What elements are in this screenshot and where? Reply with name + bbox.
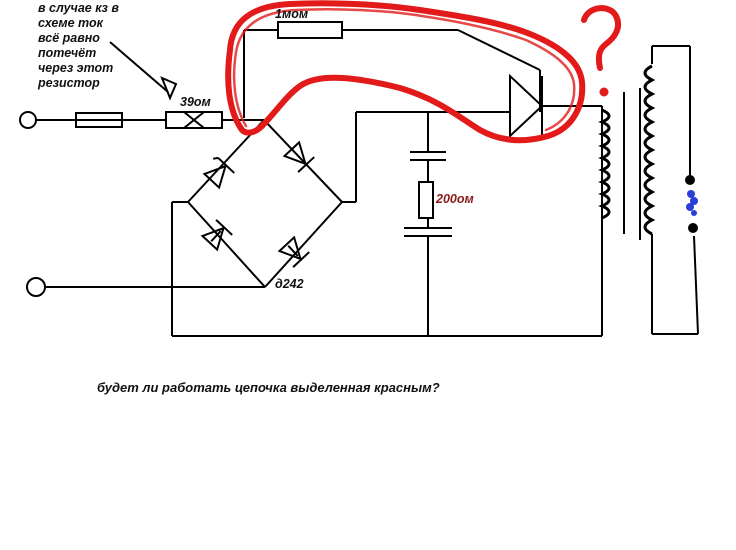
note-line-2: схеме ток: [38, 16, 103, 30]
label-resistor-39om: 39ом: [180, 95, 211, 109]
secondary-coil: [643, 64, 656, 236]
transformer: [598, 45, 699, 335]
note-line-6: резистор: [38, 76, 100, 90]
electrode-bottom: [688, 223, 698, 233]
bridge-diode-1: [202, 156, 235, 190]
label-diode-d242: д242: [275, 277, 304, 291]
bridge-diode-3: [200, 219, 233, 252]
spark-marker: [686, 190, 698, 216]
label-resistor-1mom: 1мом: [275, 7, 309, 21]
note-line-3: всё равно: [38, 31, 100, 45]
annotation-note: в случае кз в схеме ток всё равно потечё…: [38, 1, 158, 91]
note-line-5: через этот: [38, 61, 114, 75]
electrode-top: [685, 175, 695, 185]
input-terminal-bottom: [26, 277, 46, 297]
note-line-1: в случае кз в: [38, 1, 119, 15]
input-terminal-top: [19, 111, 37, 129]
filter-branch: [404, 112, 452, 336]
resistor-1mom: [277, 21, 343, 39]
thyristor: [509, 73, 544, 139]
annotation-arrow: [109, 41, 178, 101]
output-line: [342, 73, 602, 203]
question-text: будет ли работать цепочка выделенная кра…: [97, 380, 440, 395]
bridge-diode-4: [277, 235, 310, 268]
diode-bridge: [187, 119, 343, 288]
top-branch: [243, 21, 541, 118]
input-line: [36, 111, 264, 129]
label-resistor-200om: 200ом: [436, 192, 474, 206]
red-highlight: [225, 0, 586, 144]
return-bus: [171, 201, 603, 337]
bridge-diode-2: [282, 140, 315, 173]
primary-coil: [598, 108, 611, 220]
resistor-200om: [418, 181, 434, 219]
note-line-4: потечёт: [38, 46, 97, 60]
question-mark: [581, 5, 622, 97]
